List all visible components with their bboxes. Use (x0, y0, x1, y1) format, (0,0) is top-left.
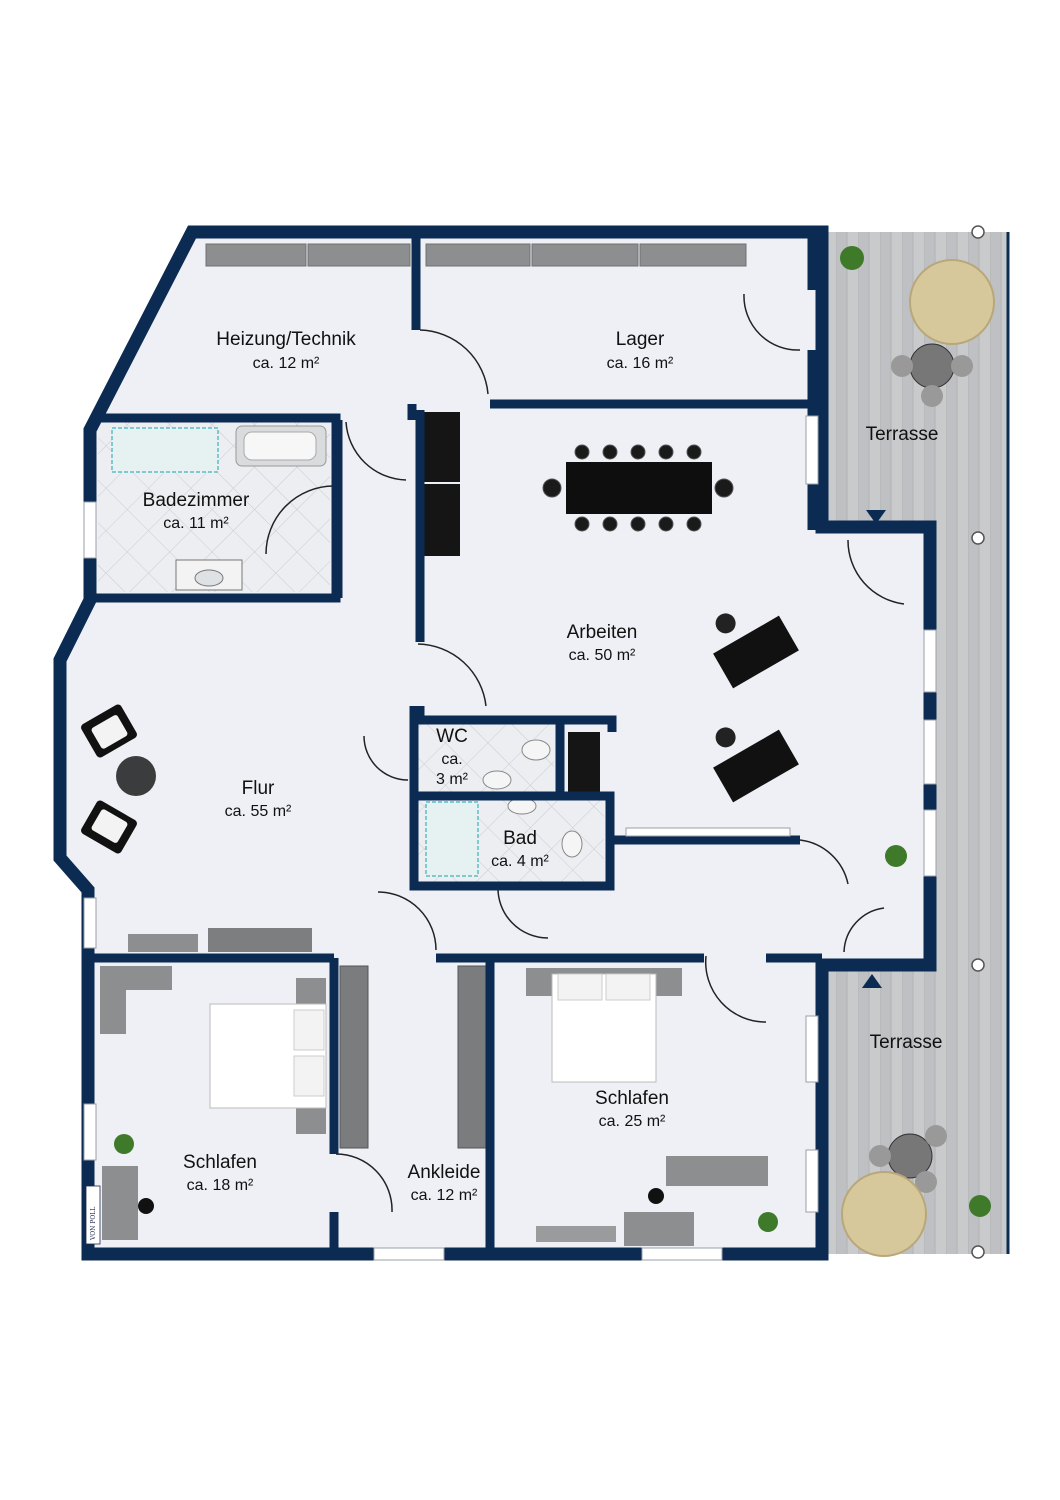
room-label-terrasse-unten: Terrasse (870, 1032, 943, 1053)
svg-text:ca. 12 m²: ca. 12 m² (253, 355, 320, 372)
entry-arrow-icon (866, 510, 886, 524)
svg-text:Ankleide: Ankleide (408, 1162, 481, 1183)
svg-text:Schlafen: Schlafen (595, 1088, 669, 1109)
door-swings (265, 293, 905, 1213)
room-label-bad: Bad ca. 4 m² (491, 828, 549, 870)
cabinet-small (568, 732, 600, 792)
post-marker (971, 225, 985, 239)
flur-sideboard (128, 928, 312, 952)
room-label-lager: Lager ca. 16 m² (607, 329, 674, 372)
svg-text:ca.: ca. (441, 751, 462, 768)
sideboard-right (666, 1156, 768, 1186)
conference-table (542, 444, 734, 532)
room-label-wc: WC ca. 3 m² (436, 726, 469, 788)
post-marker (971, 1245, 985, 1259)
svg-text:Flur: Flur (242, 778, 275, 799)
windows (83, 415, 937, 1261)
svg-text:WC: WC (436, 726, 468, 747)
terrace-table-top (891, 259, 995, 407)
desk-2 (713, 727, 799, 803)
wardrobes-ankleide (339, 965, 487, 1149)
brand-logo: VON POLL (85, 1185, 101, 1245)
walls (53, 225, 937, 1261)
svg-text:ca. 12 m²: ca. 12 m² (411, 1187, 478, 1204)
svg-text:ca. 18 m²: ca. 18 m² (187, 1177, 254, 1194)
desk-left-bottom (102, 1166, 154, 1240)
entry-arrow-icon (862, 974, 882, 988)
corner-desk-left (100, 966, 172, 1034)
svg-text:Arbeiten: Arbeiten (567, 622, 638, 643)
room-label-heizung: Heizung/Technik ca. 12 m² (216, 329, 356, 372)
svg-text:Terrasse: Terrasse (870, 1032, 943, 1053)
room-label-schlafen-links: Schlafen ca. 18 m² (183, 1152, 257, 1194)
room-label-arbeiten: Arbeiten ca. 50 m² (567, 622, 638, 664)
svg-text:ca. 11 m²: ca. 11 m² (163, 515, 229, 532)
svg-text:Badezimmer: Badezimmer (143, 490, 250, 511)
room-label-terrasse-oben: Terrasse (866, 424, 939, 445)
svg-text:ca. 55 m²: ca. 55 m² (225, 803, 292, 820)
desk-1 (713, 613, 799, 689)
svg-text:Heizung/Technik: Heizung/Technik (216, 329, 356, 350)
room-label-flur: Flur ca. 55 m² (225, 778, 292, 820)
post-marker (971, 958, 985, 972)
svg-text:Terrasse: Terrasse (866, 424, 939, 445)
svg-text:Schlafen: Schlafen (183, 1152, 257, 1173)
bed-right (526, 968, 682, 1083)
cabinets-arbeiten (424, 412, 460, 556)
sink-badezimmer (175, 559, 243, 591)
svg-text:ca. 4 m²: ca. 4 m² (491, 853, 549, 870)
shower-badezimmer (111, 427, 219, 473)
lounge-seating (81, 704, 156, 854)
terrace-table-bottom (841, 1125, 947, 1257)
bathtub (235, 425, 327, 467)
svg-text:Bad: Bad (503, 828, 537, 849)
bad-fixtures (425, 797, 583, 877)
post-marker (971, 531, 985, 545)
bed-left (209, 978, 327, 1134)
room-label-schlafen-rechts: Schlafen ca. 25 m² (595, 1088, 669, 1130)
svg-text:Lager: Lager (616, 329, 665, 350)
svg-text:ca. 50 m²: ca. 50 m² (569, 647, 636, 664)
svg-text:ca. 25 m²: ca. 25 m² (599, 1113, 666, 1130)
svg-text:3 m²: 3 m² (436, 771, 469, 788)
room-label-badezimmer: Badezimmer ca. 11 m² (143, 490, 250, 532)
svg-text:ca. 16 m²: ca. 16 m² (607, 355, 674, 372)
desk-right-bottom (536, 1188, 694, 1246)
wc-fixtures (482, 739, 551, 790)
room-label-ankleide: Ankleide ca. 12 m² (408, 1162, 481, 1204)
svg-text:VON POLL: VON POLL (90, 1207, 97, 1241)
storage-shelves (205, 243, 747, 267)
plant-icon (114, 246, 991, 1232)
